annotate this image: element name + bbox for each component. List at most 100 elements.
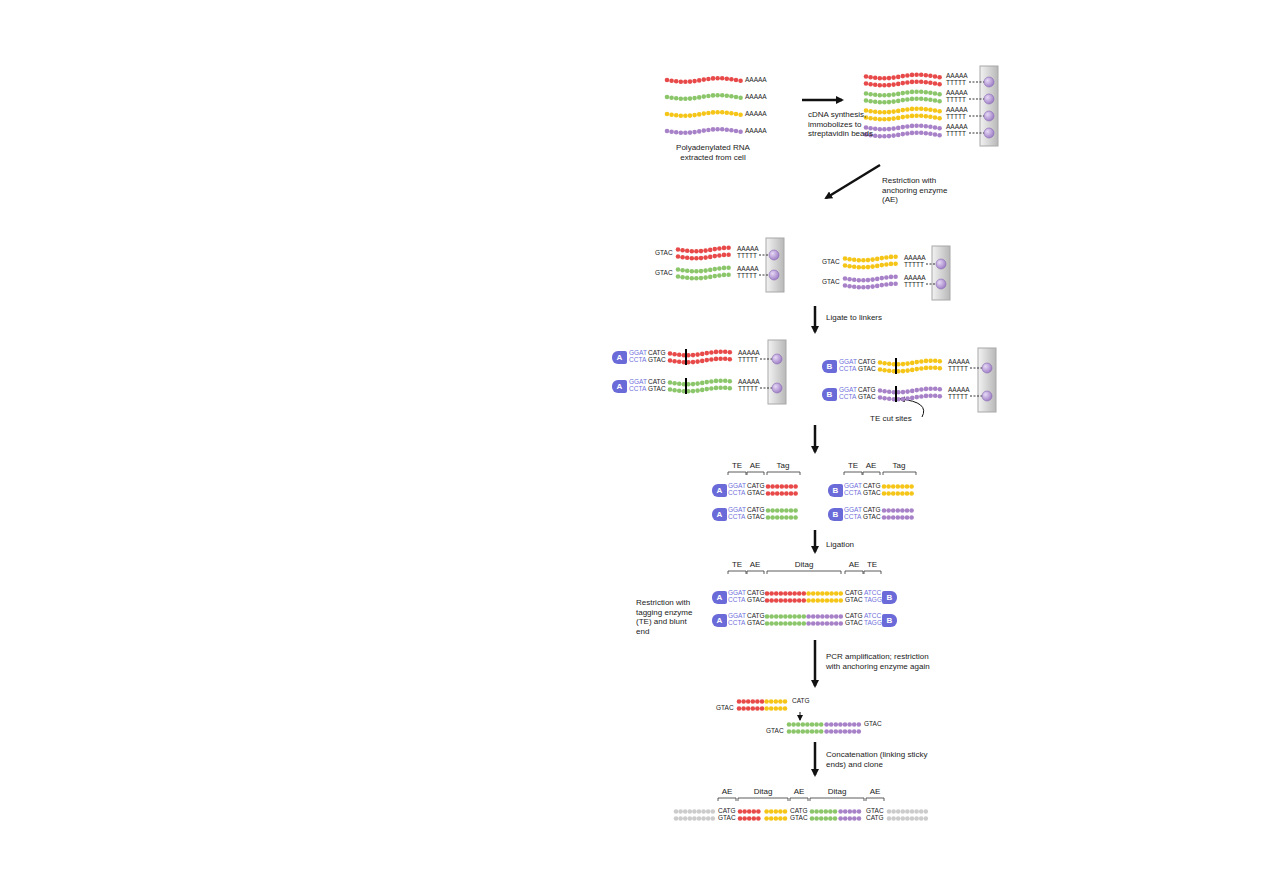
nucleotide-dot xyxy=(672,381,677,386)
nucleotide-dot xyxy=(891,92,896,97)
nucleotide-dot xyxy=(706,77,711,82)
nucleotide-dot xyxy=(764,699,769,704)
nucleotide-dot xyxy=(882,117,887,122)
nucleotide-dot xyxy=(717,246,722,251)
nucleotide-dot xyxy=(715,127,720,132)
nucleotide-dot xyxy=(928,132,933,137)
nucleotide-dot xyxy=(886,484,891,489)
nucleotide-dot xyxy=(802,621,807,626)
streptavidin-bead xyxy=(769,250,779,260)
nucleotide-dot xyxy=(801,729,806,734)
nucleotide-dot xyxy=(811,598,816,603)
nucleotide-dot xyxy=(669,95,674,100)
nucleotide-dot xyxy=(711,93,716,98)
nucleotide-dot xyxy=(702,77,707,82)
nucleotide-dot xyxy=(882,368,887,373)
nucleotide-dot xyxy=(839,591,844,596)
nucleotide-dot xyxy=(674,79,679,84)
nucleotide-dot xyxy=(713,254,718,259)
nucleotide-dot xyxy=(769,621,774,626)
nucleotide-dot xyxy=(703,248,708,253)
nucleotide-dot xyxy=(873,100,878,105)
nucleotide-dot xyxy=(857,722,862,727)
nucleotide-dot xyxy=(878,127,883,132)
nucleotide-dot xyxy=(924,73,929,78)
nucleotide-dot xyxy=(769,706,774,711)
nucleotide-dot xyxy=(778,816,783,821)
nucleotide-dot xyxy=(695,359,700,364)
nucleotide-dot xyxy=(679,130,684,135)
nucleotide-dot xyxy=(747,809,752,814)
nucleotide-dot xyxy=(924,114,929,119)
segment-label: TE xyxy=(732,461,742,470)
sequence-text: GGAT xyxy=(844,506,862,513)
nucleotide-dot xyxy=(688,96,693,101)
nucleotide-dot xyxy=(709,350,714,355)
nucleotide-dot xyxy=(919,90,924,95)
nucleotide-dot xyxy=(889,282,894,287)
nucleotide-dot xyxy=(824,809,829,814)
nucleotide-dot xyxy=(701,809,706,814)
nucleotide-dot xyxy=(843,283,848,288)
sequence-text: CCTA xyxy=(844,489,861,496)
nucleotide-dot xyxy=(887,816,892,821)
nucleotide-dot xyxy=(726,272,731,277)
sequence-text: TTTTT xyxy=(948,393,968,400)
nucleotide-dot xyxy=(905,816,910,821)
nucleotide-dot xyxy=(674,809,679,814)
nucleotide-dot xyxy=(734,95,739,100)
nucleotide-dot xyxy=(709,386,714,391)
nucleotide-dot xyxy=(780,515,785,520)
nucleotide-dot xyxy=(703,255,708,260)
nucleotide-dot xyxy=(711,127,716,132)
nucleotide-dot xyxy=(706,816,711,821)
sequence-text: TTTTT xyxy=(904,281,924,288)
nucleotide-dot xyxy=(729,128,734,133)
streptavidin-bead xyxy=(984,128,994,138)
nucleotide-dot xyxy=(910,361,915,366)
nucleotide-dot xyxy=(847,729,852,734)
nucleotide-dot xyxy=(668,380,673,385)
nucleotide-dot xyxy=(752,816,757,821)
sequence-text: GTAC xyxy=(747,513,765,520)
nucleotide-dot xyxy=(905,396,910,401)
nucleotide-dot xyxy=(766,515,771,520)
nucleotide-dot xyxy=(882,396,887,401)
nucleotide-dot xyxy=(838,729,843,734)
nucleotide-dot xyxy=(766,508,771,513)
streptavidin-bead xyxy=(984,77,994,87)
sequence-text: GTAC xyxy=(822,278,840,285)
sequence-text: TAGG xyxy=(864,596,882,603)
sequence-text: GTAC xyxy=(747,619,765,626)
sequence-text: AAAAA xyxy=(737,265,759,272)
nucleotide-dot xyxy=(825,621,830,626)
nucleotide-dot xyxy=(691,353,696,358)
nucleotide-dot xyxy=(896,508,901,513)
sequence-text: GTAC xyxy=(863,489,881,496)
nucleotide-dot xyxy=(695,381,700,386)
nucleotide-dot xyxy=(688,809,693,814)
nucleotide-dot xyxy=(933,108,938,113)
nucleotide-dot xyxy=(720,127,725,132)
nucleotide-dot xyxy=(722,253,727,258)
nucleotide-dot xyxy=(834,729,839,734)
nucleotide-dot xyxy=(677,382,682,387)
nucleotide-dot xyxy=(706,111,711,116)
nucleotide-dot xyxy=(718,378,723,383)
sequence-text: GTAC xyxy=(790,814,808,821)
nucleotide-dot xyxy=(910,131,915,136)
nucleotide-dot xyxy=(847,284,852,289)
nucleotide-dot xyxy=(697,112,702,117)
nucleotide-dot xyxy=(791,722,796,727)
nucleotide-dot xyxy=(933,81,938,86)
nucleotide-dot xyxy=(688,79,693,84)
nucleotide-dot xyxy=(829,729,834,734)
nucleotide-dot xyxy=(692,816,697,821)
nucleotide-dot xyxy=(933,115,938,120)
sequence-text: TTTTT xyxy=(904,261,924,268)
nucleotide-dot xyxy=(752,809,757,814)
nucleotide-dot xyxy=(706,128,711,133)
nucleotide-dot xyxy=(829,598,834,603)
nucleotide-dot xyxy=(685,276,690,281)
nucleotide-dot xyxy=(868,92,873,97)
